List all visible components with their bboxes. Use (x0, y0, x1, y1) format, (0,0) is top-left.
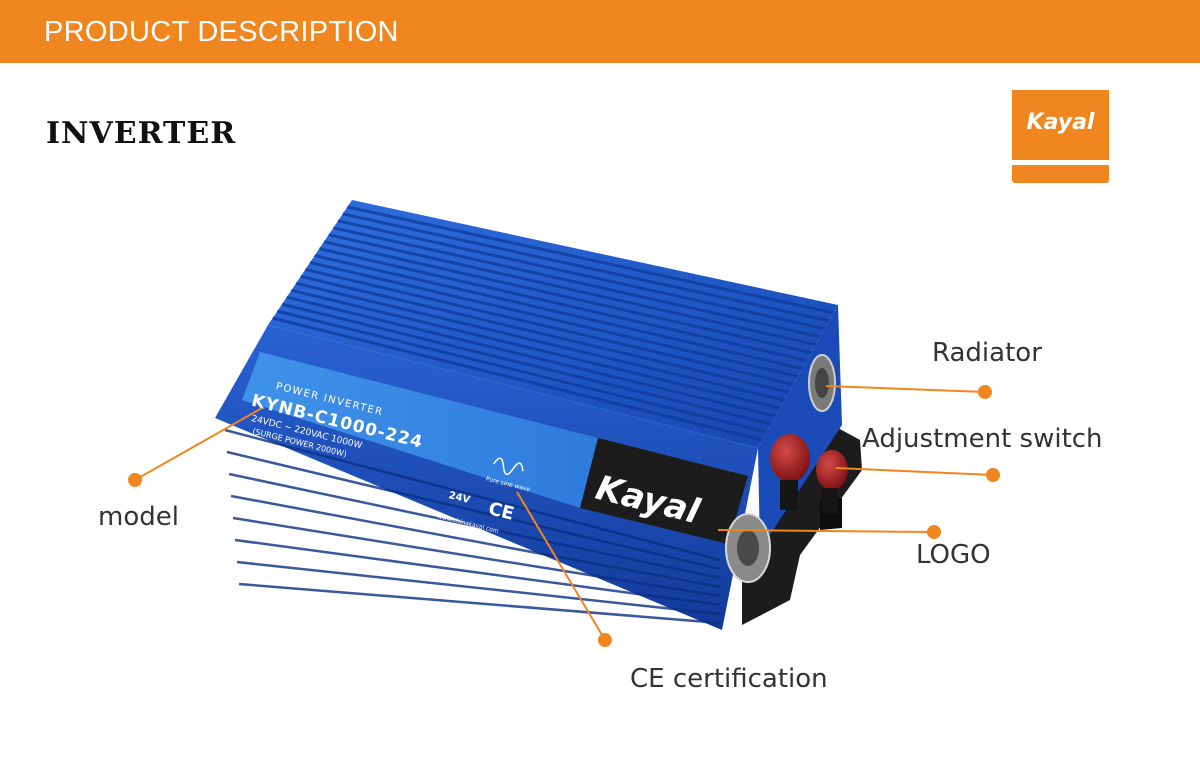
model-leader-line (134, 407, 263, 481)
top-fin-line (281, 302, 772, 426)
top-fin-line (347, 205, 834, 315)
radiator-leader-line (825, 385, 986, 393)
top-fin-line (309, 261, 799, 378)
callout-dots (128, 385, 1000, 647)
callout-lines (134, 385, 994, 641)
callout-logo: LOGO (916, 540, 991, 570)
top-fin-line (342, 212, 830, 323)
top-fin-line (333, 226, 821, 339)
callout-adjustment-switch: Adjustment switch (862, 424, 1103, 454)
front-fin-line (224, 428, 721, 562)
voltage-badge: 24V (447, 490, 471, 506)
front-fin-line (234, 538, 721, 607)
top-fin-line (290, 288, 781, 410)
brand-logo-text: Kayal (1026, 110, 1095, 135)
section-title: INVERTER (46, 116, 237, 151)
model-dot (128, 473, 142, 487)
radiator-fan-upper (808, 354, 836, 412)
radiator-fan-lower (725, 513, 771, 583)
adjustment-leader-line (835, 467, 994, 476)
front-fin-line (232, 516, 721, 598)
top-fin-line (300, 274, 790, 394)
radiator-dot (978, 385, 992, 399)
top-fin-line (318, 247, 808, 363)
header-title: PRODUCT DESCRIPTION (44, 16, 399, 48)
top-fin-line (337, 219, 825, 331)
top-fin-line (323, 240, 812, 355)
brand-logo-underbar (1012, 165, 1109, 183)
top-fin-line (286, 295, 777, 418)
top-fin-line (314, 254, 803, 371)
side-housing (758, 305, 842, 550)
logo-leader-line (717, 529, 935, 533)
front-fin-line (236, 560, 721, 616)
top-fin-line (328, 233, 817, 347)
front-fin-line (226, 450, 721, 571)
top-housing (268, 200, 838, 448)
front-logo-plate: Kayal (580, 438, 748, 544)
brand-logo: Kayal (1012, 90, 1109, 160)
front-fin-line (228, 472, 721, 580)
front-fin-line (230, 494, 721, 589)
top-fin-line (304, 267, 794, 386)
ce-leader-line (516, 491, 606, 641)
callout-ce-certification: CE certification (630, 664, 828, 694)
top-fin-line (272, 316, 763, 442)
label-panel: POWER INVERTER KYNB-C1000-224 24VDC ~ 22… (242, 352, 598, 535)
ce-dot (598, 633, 612, 647)
top-fin-line (276, 309, 768, 434)
logo-dot (927, 525, 941, 539)
header-banner: PRODUCT DESCRIPTION (0, 0, 1200, 63)
callout-radiator: Radiator (932, 338, 1042, 368)
callout-model: model (98, 502, 179, 532)
adjustment-switch-knob (770, 434, 848, 514)
front-fin-line (238, 582, 721, 625)
sine-wave-icon (493, 457, 524, 476)
adjustment-dot (986, 468, 1000, 482)
top-fin-line (295, 281, 786, 402)
